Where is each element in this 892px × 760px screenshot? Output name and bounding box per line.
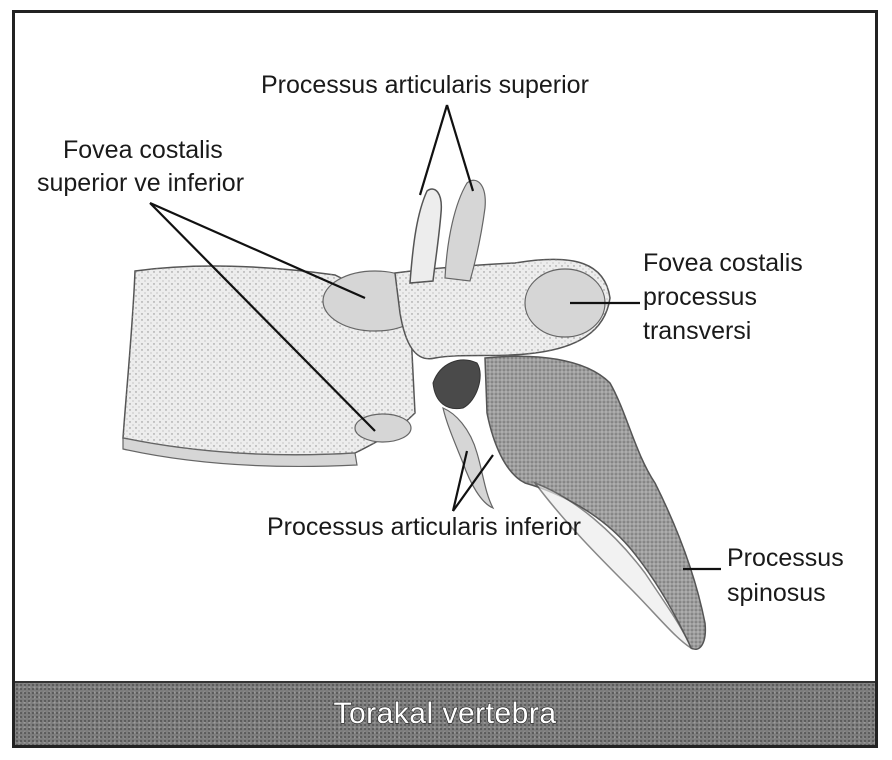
label-processus-spinosus-line2: spinosus: [727, 579, 826, 607]
processus-articularis-inferior-shape: [442, 406, 495, 510]
label-processus-spinosus-line1: Processus: [727, 544, 844, 572]
label-processus-articularis-superior: Processus articularis superior: [261, 71, 589, 99]
figure-caption: Torakal vertebra: [333, 696, 557, 730]
figure-frame: Processus articularis superior Fovea cos…: [12, 10, 878, 748]
label-processus-articularis-inferior: Processus articularis inferior: [267, 513, 581, 541]
label-fovea-costalis-superior-inferior-line2: superior ve inferior: [37, 169, 244, 197]
leader-lines: [149, 104, 721, 571]
vertebra-illustration: Processus articularis superior Fovea cos…: [37, 71, 844, 650]
label-fovea-costalis-transversi-line1: Fovea costalis: [643, 249, 803, 277]
caption-bar: Torakal vertebra: [15, 681, 875, 745]
processus-spinosus-shape: [484, 355, 707, 650]
fovea-costalis-inferior: [354, 413, 412, 443]
label-fovea-costalis-superior-inferior-line1: Fovea costalis: [63, 136, 223, 164]
label-fovea-costalis-transversi-line2: processus: [643, 283, 757, 311]
label-fovea-costalis-transversi-line3: transversi: [643, 317, 751, 345]
processus-articularis-superior-shape: [409, 179, 486, 284]
intervertebral-notch: [432, 359, 481, 410]
